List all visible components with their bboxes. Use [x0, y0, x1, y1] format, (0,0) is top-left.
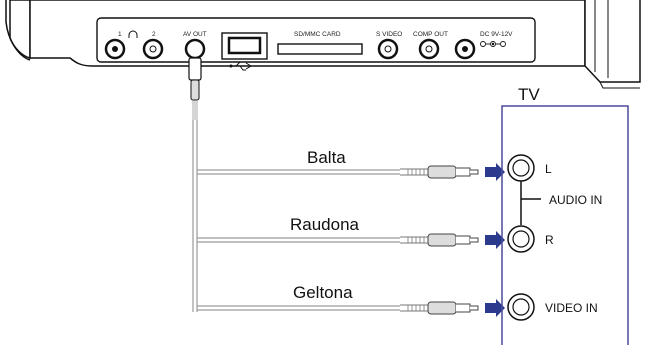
rca-plug-red — [400, 233, 479, 247]
player-body-right — [584, 0, 641, 83]
dvd-player: 1 2 AV OUT SD/MMC CARD S VIDEO COMP OUT — [5, 0, 641, 89]
player-hinge-lines — [594, 0, 609, 78]
cable-label-yellow: Geltona — [293, 283, 353, 302]
player-foot — [599, 81, 640, 89]
av-plug — [188, 57, 202, 81]
label-s-video: S VIDEO — [376, 31, 402, 38]
label-headphone-2: 2 — [152, 31, 156, 38]
cable-branch-white — [197, 169, 400, 175]
arrow-white — [485, 163, 505, 181]
tv-title: TV — [518, 85, 540, 104]
player-body-left — [9, 0, 31, 59]
label-av-out: AV OUT — [183, 31, 207, 38]
player-body-edge — [5, 0, 31, 61]
tv-border — [501, 105, 629, 345]
dc-polarity-icon — [480, 41, 506, 47]
cable-label-red: Raudona — [290, 215, 360, 234]
cable-branch-red — [197, 237, 400, 243]
label-comp-out: COMP OUT — [413, 31, 448, 38]
tv-panel: TV L AUDIO IN R VIDEO IN — [501, 85, 629, 345]
arrow-icon — [485, 163, 505, 317]
label-dc-in: DC 9V-12V — [480, 31, 513, 38]
arrow-yellow — [485, 299, 505, 317]
cable-branch-yellow — [197, 305, 400, 311]
usb-icon — [229, 61, 252, 71]
rca-plug-white — [400, 165, 479, 179]
label-sd-card: SD/MMC CARD — [294, 31, 341, 38]
tv-label-audio-in: AUDIO IN — [549, 193, 602, 207]
cable-trunk — [192, 120, 198, 312]
arrow-red — [485, 231, 505, 249]
av-out-jack — [184, 38, 206, 60]
sd-card-slot — [277, 43, 363, 55]
label-headphone-1: 1 — [118, 31, 122, 38]
audio-bracket — [520, 181, 541, 225]
av-cable — [188, 57, 400, 312]
headphone-icon — [128, 30, 138, 38]
cable-label-white: Balta — [307, 148, 346, 167]
tv-label-left: L — [545, 162, 552, 176]
tv-label-right: R — [545, 233, 554, 247]
tv-label-video-in: VIDEO IN — [545, 301, 598, 315]
rca-plug-yellow — [400, 301, 479, 315]
